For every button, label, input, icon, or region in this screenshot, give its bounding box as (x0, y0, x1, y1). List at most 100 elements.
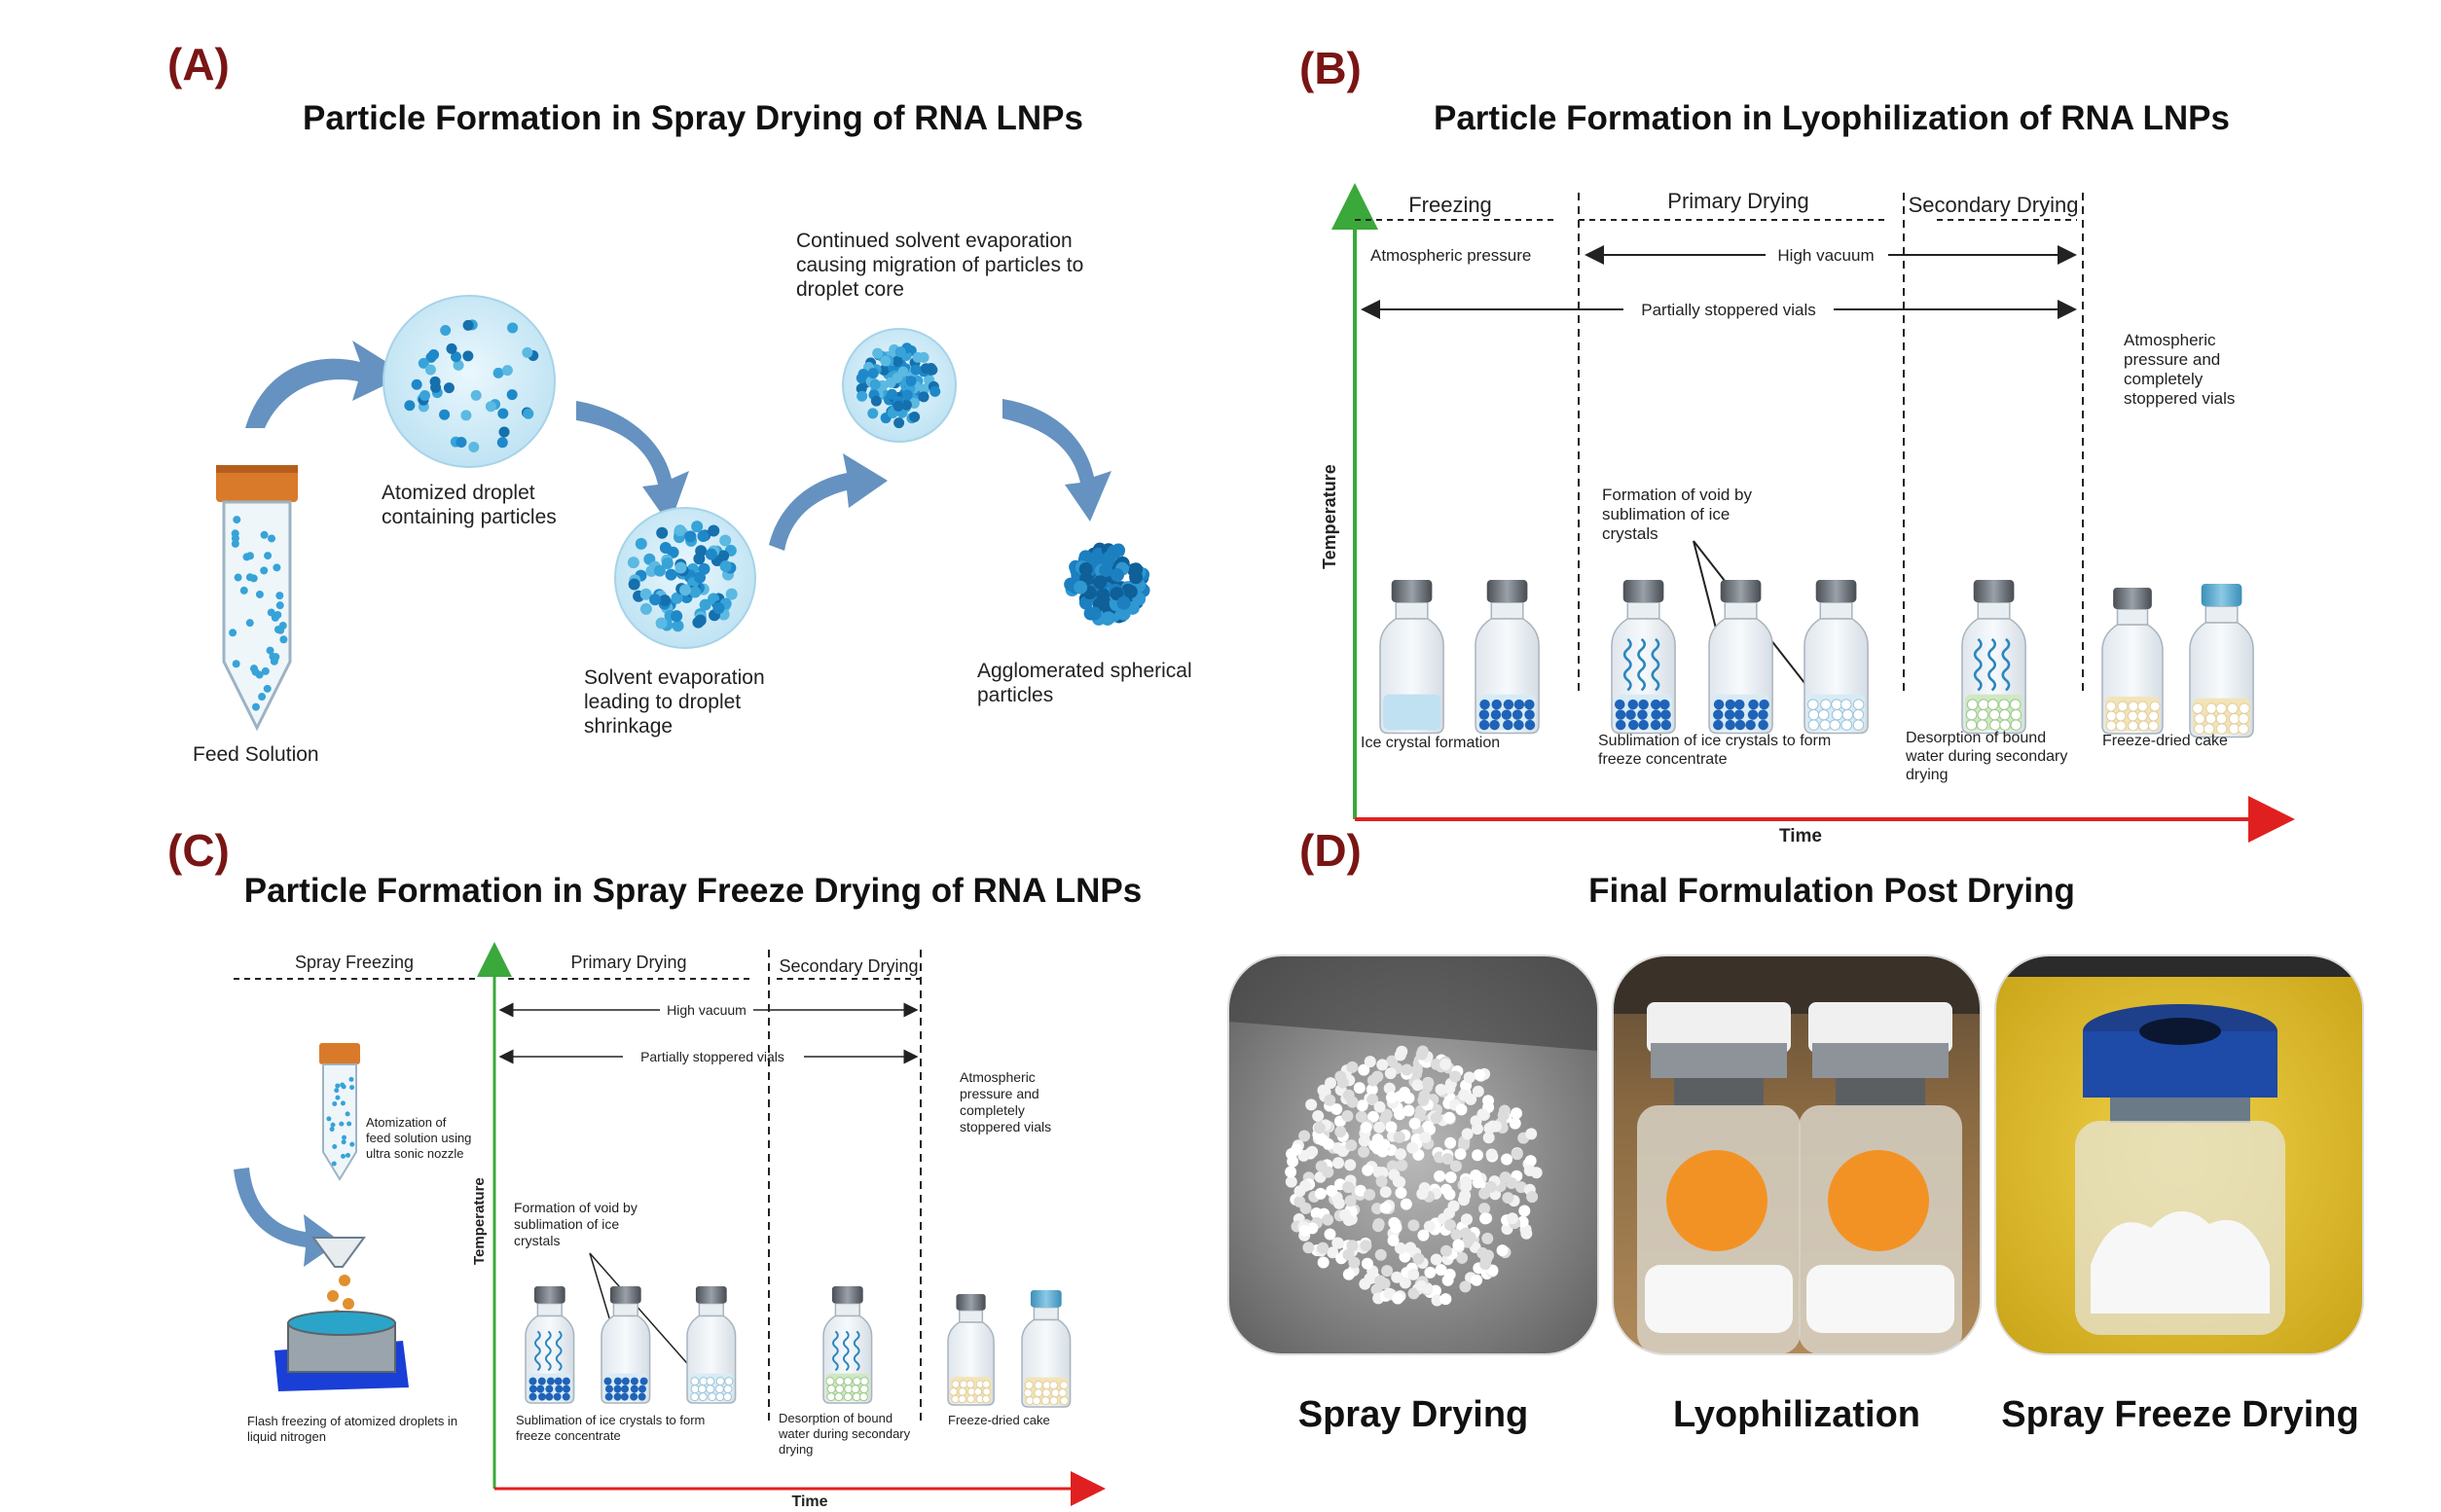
powder-granule (1373, 1100, 1386, 1113)
particle-dot (261, 666, 270, 675)
sublimation-caption: Sublimation of ice crystals to form (516, 1413, 705, 1427)
powder-granule (1485, 1148, 1498, 1161)
particle-dot (1129, 570, 1144, 585)
powder-granule (1473, 1068, 1485, 1081)
powder-granule (1476, 1108, 1489, 1121)
atmospheric-pressure-label: Atmospheric pressure (1370, 246, 1531, 265)
powder-granule (1326, 1185, 1338, 1198)
powder-granule (1449, 1160, 1462, 1172)
powder-granule (1332, 1197, 1345, 1209)
powder-granule (1459, 1280, 1472, 1293)
atomization-tube-icon (319, 1043, 360, 1181)
atomized-droplet (383, 295, 556, 468)
powder-granule (1312, 1110, 1325, 1123)
vial-icon (1803, 580, 1869, 735)
feed-tube-icon (216, 465, 298, 732)
particle-dot (705, 548, 717, 560)
solvent-evaporation-label: leading to droplet (584, 691, 741, 713)
powder-granule (1287, 1155, 1299, 1168)
powder-granule (1366, 1110, 1379, 1123)
powder-granule (1443, 1219, 1456, 1232)
atm-complete-label: Atmospheric (960, 1069, 1036, 1085)
powder-granule (1463, 1071, 1476, 1084)
vial-icon (525, 1286, 575, 1404)
particle-dot (653, 564, 666, 577)
vial-icon (1708, 580, 1773, 735)
particle-dot (697, 530, 710, 543)
powder-granule (1482, 1095, 1495, 1107)
powder-granule (1502, 1192, 1514, 1205)
particle-dot (326, 1116, 332, 1122)
powder-granule (1456, 1251, 1469, 1264)
panel-c-letter: (C) (167, 825, 230, 876)
flash-freezing-icon (274, 1237, 409, 1391)
powder-granule (1403, 1104, 1415, 1117)
powder-granule (1407, 1268, 1420, 1280)
powder-granule (1399, 1277, 1411, 1289)
powder-granule (1404, 1242, 1417, 1254)
particle-dot (349, 1085, 355, 1091)
particle-dot (869, 378, 881, 390)
powder-granule (1366, 1094, 1379, 1106)
powder-granule (1386, 1160, 1399, 1172)
particle-dot (1078, 561, 1093, 576)
particle-dot (267, 608, 275, 617)
particle-dot (1101, 552, 1115, 566)
particle-dot (264, 552, 273, 560)
powder-granule (1478, 1203, 1491, 1215)
powder-granule (1511, 1107, 1523, 1120)
particle-dot (691, 521, 704, 533)
spray-drying-photo (1228, 955, 1598, 1354)
particle-dot (339, 1121, 345, 1127)
powder-granule (1370, 1203, 1383, 1215)
powder-granule (1524, 1155, 1537, 1168)
particle-dot (912, 351, 924, 363)
particle-dot (341, 1139, 346, 1145)
phase-spray-freezing: Spray Freezing (295, 953, 414, 972)
panel-c-title: Particle Formation in Spray Freeze Dryin… (244, 872, 1143, 910)
particle-dot (451, 351, 462, 363)
particle-dot (1078, 595, 1093, 610)
arrow-icon (245, 341, 407, 428)
powder-granule (1388, 1169, 1401, 1181)
powder-granule (1431, 1294, 1443, 1307)
particle-dot (857, 368, 869, 379)
powder-granule (1421, 1121, 1434, 1134)
particle-dot (233, 516, 241, 524)
particle-dot (901, 389, 913, 401)
powder-granule (1444, 1171, 1457, 1184)
particle-dot (332, 1100, 338, 1106)
powder-granule (1356, 1099, 1368, 1112)
particle-dot (498, 426, 510, 438)
particle-dot (892, 372, 903, 383)
particle-dot (1093, 575, 1108, 590)
high-vacuum-label: High vacuum (1777, 246, 1874, 265)
powder-granule (1496, 1244, 1509, 1257)
solvent-evaporation-label: shrinkage (584, 715, 673, 738)
powder-granule (1360, 1240, 1372, 1252)
agglomerated-label: Agglomerated spherical (977, 660, 1192, 682)
powder-granule (1342, 1268, 1355, 1280)
powder-granule (1325, 1077, 1337, 1090)
powder-granule (1368, 1139, 1381, 1152)
powder-granule (1395, 1187, 1407, 1200)
powder-granule (1435, 1083, 1447, 1096)
particle-dot (893, 400, 904, 412)
atm-complete-label: completely (960, 1102, 1025, 1118)
particle-dot (1110, 568, 1124, 583)
particle-dot (893, 417, 905, 429)
particle-dot (268, 534, 276, 543)
particle-dot (260, 566, 269, 575)
particle-dot (867, 408, 879, 419)
panel-b: (B) Particle Formation in Lyophilization… (1299, 43, 2295, 846)
particle-dot (1096, 588, 1111, 602)
powder-granule (1354, 1184, 1366, 1197)
powder-granule (1360, 1121, 1372, 1134)
powder-granule (1416, 1188, 1429, 1201)
powder-granule (1439, 1183, 1452, 1196)
phase-primary-drying: Primary Drying (1667, 189, 1808, 213)
powder-granule (1383, 1082, 1396, 1095)
particle-dot (418, 357, 429, 369)
powder-granule (1358, 1145, 1370, 1158)
